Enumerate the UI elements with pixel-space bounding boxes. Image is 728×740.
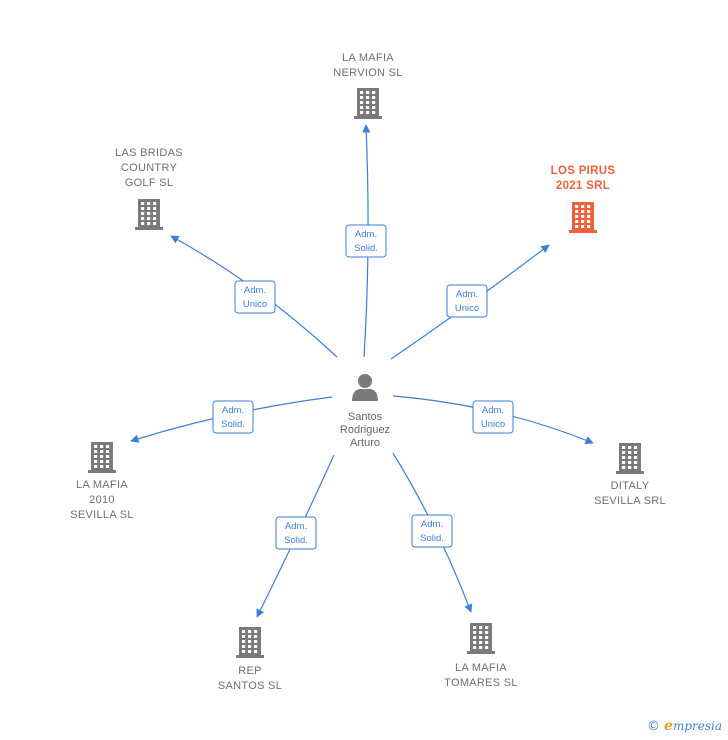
person-icon bbox=[352, 374, 378, 401]
building-icon bbox=[88, 442, 116, 473]
company-name-line: SEVILLA SRL bbox=[594, 495, 666, 507]
company-name-line: NERVION SL bbox=[333, 67, 402, 79]
role-badge-ditaly[interactable]: Adm. Unico bbox=[472, 400, 514, 434]
role-text: Solid. bbox=[420, 533, 444, 544]
role-text: Adm. bbox=[355, 229, 377, 240]
building-icon bbox=[569, 202, 597, 233]
company-node-ditaly[interactable]: DITALY SEVILLA SRL bbox=[594, 443, 666, 507]
company-name-line: 2021 SRL bbox=[556, 180, 610, 192]
company-name-line: SANTOS SL bbox=[218, 680, 282, 692]
role-badge-la-mafia-tomares[interactable]: Adm. Solid. bbox=[411, 514, 453, 548]
company-name-line: TOMARES SL bbox=[444, 677, 518, 689]
company-name-line: LA MAFIA bbox=[76, 479, 128, 491]
role-text: Adm. bbox=[456, 289, 478, 300]
company-name-line: LA MAFIA bbox=[342, 52, 394, 64]
role-badge-la-mafia-2010[interactable]: Adm. Solid. bbox=[212, 400, 254, 434]
company-name-line: LAS BRIDAS bbox=[115, 147, 183, 159]
company-node-la-mafia-nervion[interactable]: LA MAFIA NERVION SL bbox=[333, 52, 402, 119]
role-text: Solid. bbox=[221, 419, 245, 430]
role-text: Solid. bbox=[354, 243, 378, 254]
role-badge-los-pirus[interactable]: Adm. Unico bbox=[446, 284, 488, 318]
person-name-line: Rodriguez bbox=[340, 424, 390, 436]
person-name-line: Arturo bbox=[350, 437, 380, 449]
role-badge-la-mafia-nervion[interactable]: Adm. Solid. bbox=[345, 224, 387, 258]
company-node-rep-santos[interactable]: REP SANTOS SL bbox=[218, 627, 282, 692]
role-badge-rep-santos[interactable]: Adm. Solid. bbox=[275, 516, 317, 550]
company-node-las-bridas[interactable]: LAS BRIDAS COUNTRY GOLF SL bbox=[115, 147, 183, 230]
company-node-la-mafia-tomares[interactable]: LA MAFIA TOMARES SL bbox=[444, 623, 518, 689]
role-text: Adm. bbox=[421, 519, 443, 530]
role-text: Solid. bbox=[284, 535, 308, 546]
role-badge-las-bridas[interactable]: Adm. Unico bbox=[234, 280, 276, 314]
role-text: Unico bbox=[481, 419, 505, 430]
building-icon bbox=[135, 199, 163, 230]
brand-logo: empresia bbox=[664, 718, 722, 734]
company-name-line: 2010 bbox=[89, 494, 115, 506]
company-name-line: REP bbox=[238, 665, 262, 677]
company-name-line: DITALY bbox=[611, 480, 650, 492]
role-text: Unico bbox=[243, 299, 267, 310]
company-node-los-pirus[interactable]: LOS PIRUS 2021 SRL bbox=[551, 165, 616, 233]
building-icon bbox=[616, 443, 644, 474]
building-icon bbox=[354, 88, 382, 119]
building-icon bbox=[236, 627, 264, 658]
role-text: Adm. bbox=[222, 405, 244, 416]
empresia-brand[interactable]: © empresia bbox=[647, 718, 722, 734]
company-name-line: GOLF SL bbox=[125, 177, 174, 189]
company-name-line: SEVILLA SL bbox=[70, 509, 134, 521]
company-name-line: LOS PIRUS bbox=[551, 165, 616, 177]
role-text: Adm. bbox=[244, 285, 266, 296]
building-icon bbox=[467, 623, 495, 654]
role-text: Adm. bbox=[482, 405, 504, 416]
role-text: Adm. bbox=[285, 521, 307, 532]
copyright-icon: © bbox=[647, 718, 661, 734]
role-text: Unico bbox=[455, 303, 479, 314]
company-name-line: LA MAFIA bbox=[455, 662, 507, 674]
person-name-line: Santos bbox=[348, 411, 383, 423]
company-name-line: COUNTRY bbox=[121, 162, 178, 174]
